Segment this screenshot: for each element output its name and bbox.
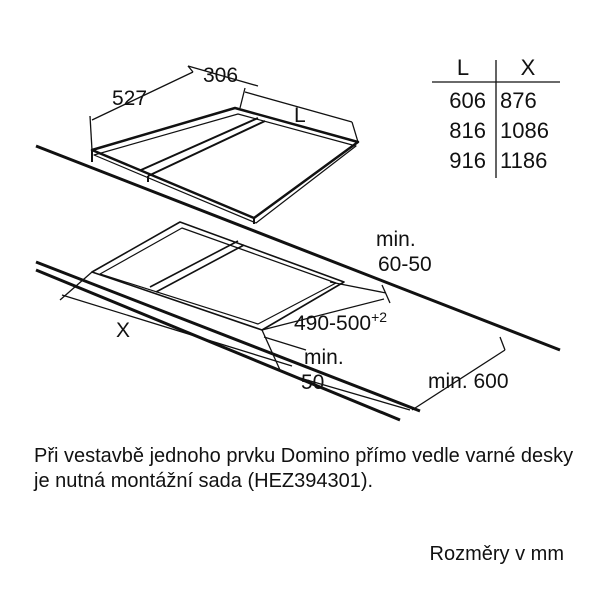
wall-min-label: min. 600 [428,370,509,393]
table-header-l: L [457,55,469,80]
length-l-label: L [294,104,306,127]
top-dimension-lines [89,65,359,151]
gap-min-label: min. [376,228,416,251]
domino-width-label: 306 [203,64,238,87]
depth-label: 527 [112,87,147,110]
table-cell: 816 [449,118,486,143]
cutout-depth-value: 490-500 [294,312,371,335]
hob-and-domino-top-view [90,106,360,224]
gap-min-value: 60-50 [378,253,432,276]
cutout-tolerance: +2 [371,309,387,325]
table-cell: 876 [500,88,537,113]
installation-note: Při vestavbě jednoho prvku Domino přímo … [34,445,574,492]
front-min-label: min. [304,346,344,369]
table-cell: 1086 [500,118,549,143]
table-cell: 606 [449,88,486,113]
table-header-x: X [521,55,536,80]
worktop-front-edge [35,260,421,422]
worktop-back-edge [35,144,561,352]
size-table: L X 606 876 816 1086 916 1186 [432,55,560,178]
front-min-value: 50 [301,371,324,394]
table-cell: 916 [449,148,486,173]
hob-cutout-drawing: 527 306 L X min. 60-50 490-500+2 min. 50… [35,55,561,422]
width-x-label: X [116,319,130,342]
table-cell: 1186 [500,148,547,173]
units-label: Rozměry v mm [429,543,564,565]
cutout-dimension-lines [59,271,506,411]
cutout-depth-label: 490-500+2 [294,309,387,335]
